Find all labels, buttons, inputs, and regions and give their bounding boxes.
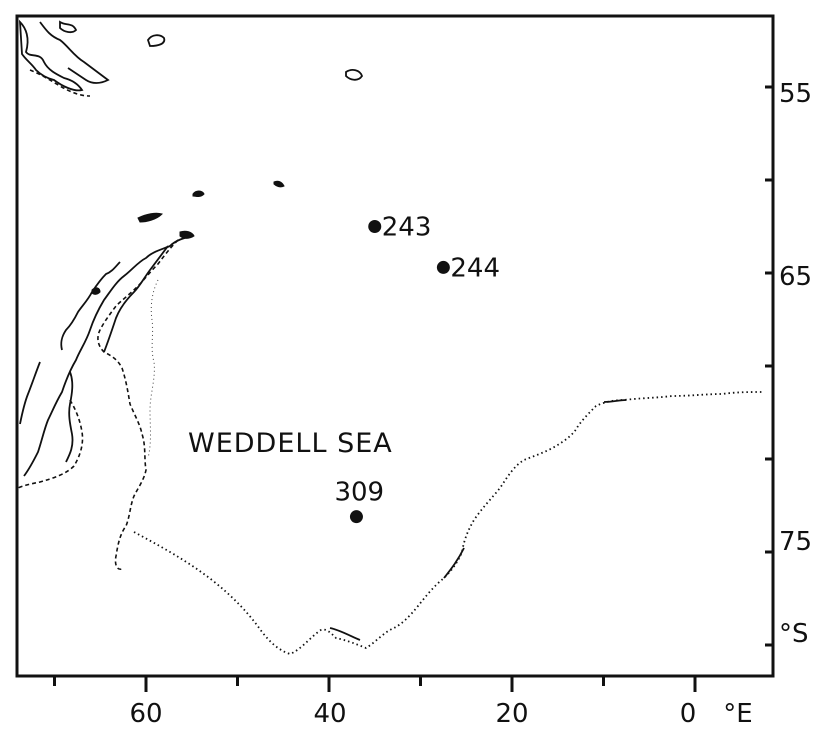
coast-peninsula-west-1 [60,261,121,351]
coast-tierra-del-fuego-outline [39,21,110,84]
coast-peninsula-west-3 [65,371,74,463]
station-243: 243 [368,213,431,243]
y-tick-label-75: 75 [779,527,812,557]
coast-peninsula-solid [23,235,193,477]
island-peninsula-2 [179,230,195,239]
coast-antarctic-solid-segment-2 [329,627,361,641]
station-244: 244 [436,253,500,283]
island-south-georgia-east [345,69,363,81]
x-axis-unit-label: °E [723,699,752,729]
y-tick-label-65: 65 [779,262,812,292]
x-tick-label-60: 60 [129,699,162,729]
coastlines [17,19,765,655]
y-tick-label-55: 55 [779,79,812,109]
station-marker-244 [436,260,450,274]
coast-tierra-del-fuego [18,19,84,92]
coast-peninsula-dashed [97,239,179,571]
station-marker-243 [368,220,382,233]
y-axis-unit-label: °S [779,619,809,649]
island-peninsula-1 [137,212,163,223]
station-label-244: 244 [450,253,500,283]
station-label-243: 243 [382,213,432,243]
island-small-1 [273,180,285,188]
coast-dashed-top [29,69,91,97]
station-label-309: 309 [334,478,384,508]
sea-label-weddell: WEDDELL SEA [188,428,393,459]
x-tick-label-40: 40 [313,699,346,729]
x-axis-ticks [53,676,697,692]
island-small-2 [192,190,205,197]
station-309: 309 [334,478,384,524]
x-tick-label-20: 20 [495,699,528,729]
coast-islands-top [59,20,78,34]
coast-faint-dotted [147,279,159,459]
coast-west-dashed [17,399,84,489]
coast-peninsula-inner [103,245,169,353]
x-tick-label-0: 0 [680,699,697,729]
island-south-georgia-west [147,34,166,47]
coast-antarctic-solid-segment-1 [443,547,465,579]
coast-antarctic-solid-segment-3 [603,399,627,403]
map-frame [15,14,775,678]
y-axis-ticks [765,85,773,647]
coast-peninsula-west-2 [19,361,41,425]
island-peninsula-3 [91,287,101,295]
station-marker-309 [349,510,363,524]
